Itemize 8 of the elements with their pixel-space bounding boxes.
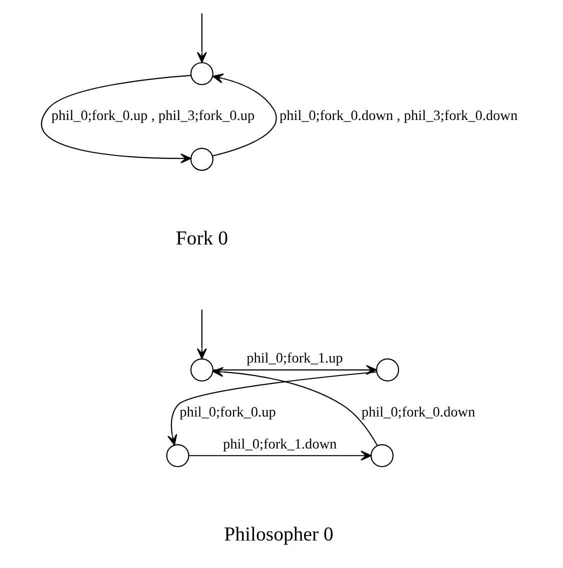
label: Philosopher 0 bbox=[224, 524, 334, 546]
edge-label: phil_0;fork_0.down , phil_3;fork_0.down bbox=[279, 108, 518, 124]
edge-label: phil_0;fork_0.up , phil_3;fork_0.up bbox=[51, 108, 255, 124]
edge-label: phil_0;fork_1.up bbox=[246, 350, 343, 367]
edge-label: phil_0;fork_0.up bbox=[180, 404, 276, 421]
edge-label: phil_0;fork_1.down bbox=[223, 436, 337, 452]
edge-label: phil_0;fork_0.down bbox=[361, 404, 476, 421]
label: Fork 0 bbox=[176, 227, 228, 250]
